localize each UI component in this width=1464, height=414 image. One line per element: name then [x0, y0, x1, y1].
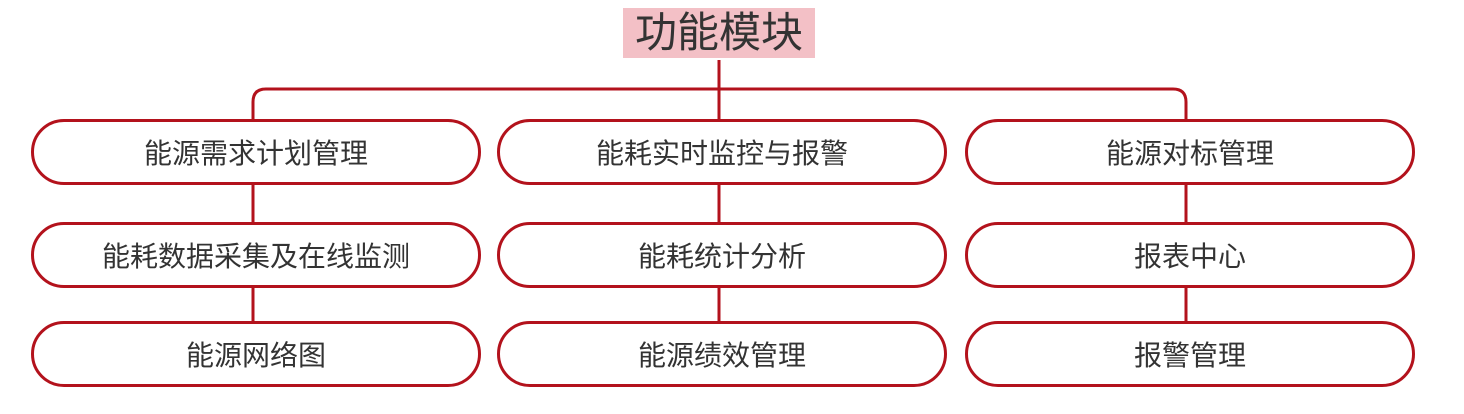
module-consumption-statistics: 能耗统计分析 — [497, 222, 947, 288]
diagram-title: 功能模块 — [623, 8, 815, 58]
module-energy-demand-planning: 能源需求计划管理 — [31, 119, 481, 185]
module-energy-performance: 能源绩效管理 — [497, 321, 947, 387]
module-data-collection-monitoring: 能耗数据采集及在线监测 — [31, 222, 481, 288]
module-alarm-management: 报警管理 — [965, 321, 1415, 387]
module-energy-benchmarking: 能源对标管理 — [965, 119, 1415, 185]
module-energy-network-map: 能源网络图 — [31, 321, 481, 387]
module-report-center: 报表中心 — [965, 222, 1415, 288]
module-realtime-monitoring-alarm: 能耗实时监控与报警 — [497, 119, 947, 185]
top-bus — [251, 87, 1188, 119]
